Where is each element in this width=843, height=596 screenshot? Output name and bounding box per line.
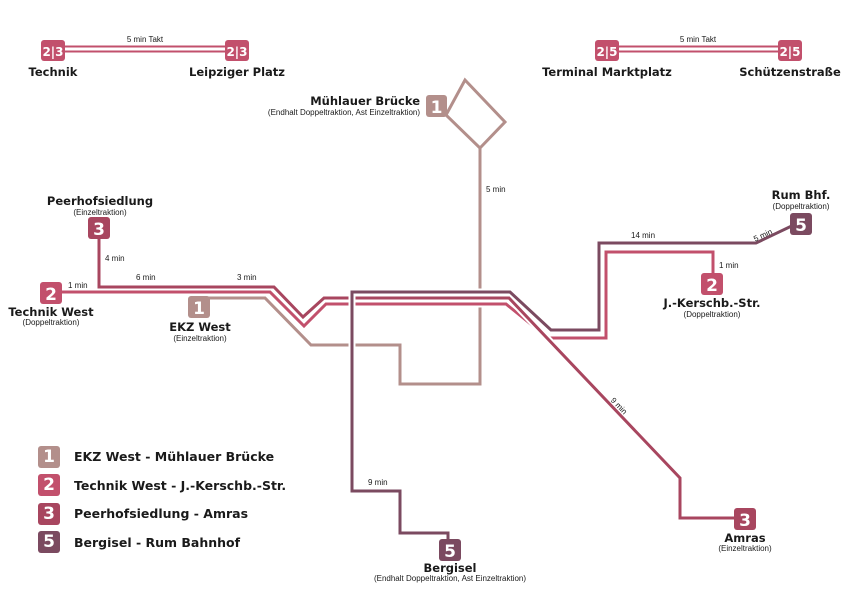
stop-name: Technik West: [8, 305, 94, 319]
legend-label: Bergisel - Rum Bahnhof: [74, 534, 241, 550]
stop-schuetzenstrasse: Schützenstraße: [739, 65, 841, 79]
route-line-5-casing: [348, 218, 802, 552]
legend-label: Technik West - J.-Kerschb.-Str.: [74, 477, 287, 493]
stop-subtitle: (Endhalt Doppeltraktion, Ast Einzeltrakt…: [374, 574, 526, 583]
legend-badge: 1: [38, 445, 60, 468]
stop-technik: Technik: [29, 65, 78, 79]
stop-badge-number: 2: [45, 285, 57, 305]
stop-name: Amras: [724, 531, 765, 545]
shuttle-badge-right-text: 2|3: [226, 45, 247, 59]
stop-amras: 3 Amras (Einzeltraktion): [718, 508, 772, 553]
route-line-5: [350, 220, 801, 552]
stop-badge: [426, 95, 447, 117]
shuttle-badge-left: [595, 40, 619, 61]
time-technik-west-link: 1 min: [68, 281, 88, 290]
stop-badge: [701, 273, 723, 295]
shuttle-badge-left-text: 2|5: [596, 45, 617, 59]
shuttle-time-label: 5 min Takt: [127, 35, 164, 44]
legend-item-line-5: 5 Bergisel - Rum Bahnhof: [38, 531, 286, 553]
stop-technik-west: 2 Technik West (Doppeltraktion): [8, 282, 94, 327]
stop-badge-number: 5: [795, 216, 807, 236]
stop-muehlauer-bruecke: 1 Mühlauer Brücke (Endhalt Doppeltraktio…: [268, 94, 447, 118]
shuttle-technik-leipziger: 2|3 2|3 5 min Takt Technik Leipziger Pla…: [29, 35, 286, 79]
legend-label: Peerhofsiedlung - Amras: [74, 506, 249, 521]
route-line-3: [97, 236, 742, 520]
shuttle-badge-right: [225, 40, 249, 61]
time-east-trunk: 14 min: [631, 231, 655, 240]
legend-badge: 2: [38, 474, 60, 496]
shuttle-badge-left-text: 2|3: [42, 45, 63, 59]
time-bergisel-branch: 9 min: [368, 478, 388, 487]
legend: 1 EKZ West - Mühlauer Brücke 2 Technik W…: [38, 445, 287, 561]
stop-name: Rum Bhf.: [772, 188, 831, 202]
stop-badge: [40, 282, 62, 304]
stop-badge-number: 1: [431, 98, 443, 118]
stop-ekz-west: 1 EKZ West (Einzeltraktion): [169, 296, 231, 343]
stop-subtitle: (Einzeltraktion): [73, 208, 127, 217]
stop-badge: [188, 296, 210, 318]
time-junction-ekz: 3 min: [237, 273, 257, 282]
stop-j-kerschb-str: 2 J.-Kerschb.-Str. (Doppeltraktion): [662, 273, 761, 319]
time-muehlau-branch: 5 min: [486, 185, 506, 194]
stop-badge: [88, 217, 110, 239]
stop-badge-number: 3: [739, 511, 751, 531]
stop-terminal-marktplatz: Terminal Marktplatz: [542, 65, 672, 79]
time-kerschb-link: 1 min: [719, 261, 739, 270]
stop-subtitle: (Einzeltraktion): [718, 544, 772, 553]
legend-item-line-1: 1 EKZ West - Mühlauer Brücke: [38, 445, 286, 468]
legend-badge: 5: [38, 531, 60, 553]
stop-badge-number: 2: [706, 276, 718, 296]
stop-peerhofsiedlung: 3 Peerhofsiedlung (Einzeltraktion): [47, 194, 153, 240]
shuttle-terminal-schuetzen: 2|5 2|5 5 min Takt Terminal Marktplatz S…: [542, 35, 841, 79]
stop-subtitle: (Doppeltraktion): [684, 310, 741, 319]
stop-name: Peerhofsiedlung: [47, 194, 153, 208]
time-peerhof-branch: 4 min: [105, 254, 125, 263]
stop-badge-number: 5: [444, 542, 456, 562]
stop-subtitle: (Doppeltraktion): [23, 318, 80, 327]
shuttle-badge-right-text: 2|5: [779, 45, 800, 59]
stop-subtitle: (Doppeltraktion): [773, 202, 830, 211]
stop-name: EKZ West: [169, 320, 231, 334]
shuttle-badge-left: [41, 40, 65, 61]
stop-badge-number: 1: [193, 299, 205, 319]
stop-badge: [790, 213, 812, 235]
stop-bergisel: 5 Bergisel (Endhalt Doppeltraktion, Ast …: [374, 539, 526, 583]
shuttle-badge-right: [778, 40, 802, 61]
stop-leipziger-platz: Leipziger Platz: [189, 65, 285, 79]
stop-badge-number: 3: [93, 220, 105, 240]
stop-subtitle: (Endhalt Doppeltraktion, Ast Einzeltrakt…: [268, 108, 420, 117]
stop-name: Bergisel: [424, 561, 477, 575]
route-lines: [62, 77, 802, 552]
legend-item-line-3: 3 Peerhofsiedlung - Amras: [38, 502, 286, 525]
legend-item-line-2: 2 Technik West - J.-Kerschb.-Str.: [38, 474, 287, 496]
stop-badge: [439, 539, 461, 561]
legend-badge: 3: [38, 502, 60, 525]
stop-rum-bhf: 5 Rum Bhf. (Doppeltraktion): [772, 188, 831, 236]
stop-subtitle: (Einzeltraktion): [173, 334, 227, 343]
shuttle-time-label: 5 min Takt: [680, 35, 717, 44]
route-line-1: [208, 77, 508, 386]
time-technik-junction: 6 min: [136, 273, 156, 282]
legend-label: EKZ West - Mühlauer Brücke: [74, 449, 275, 464]
stop-name: Mühlauer Brücke: [310, 94, 420, 108]
stop-badge: [734, 508, 756, 530]
stop-name: J.-Kerschb.-Str.: [662, 296, 760, 310]
